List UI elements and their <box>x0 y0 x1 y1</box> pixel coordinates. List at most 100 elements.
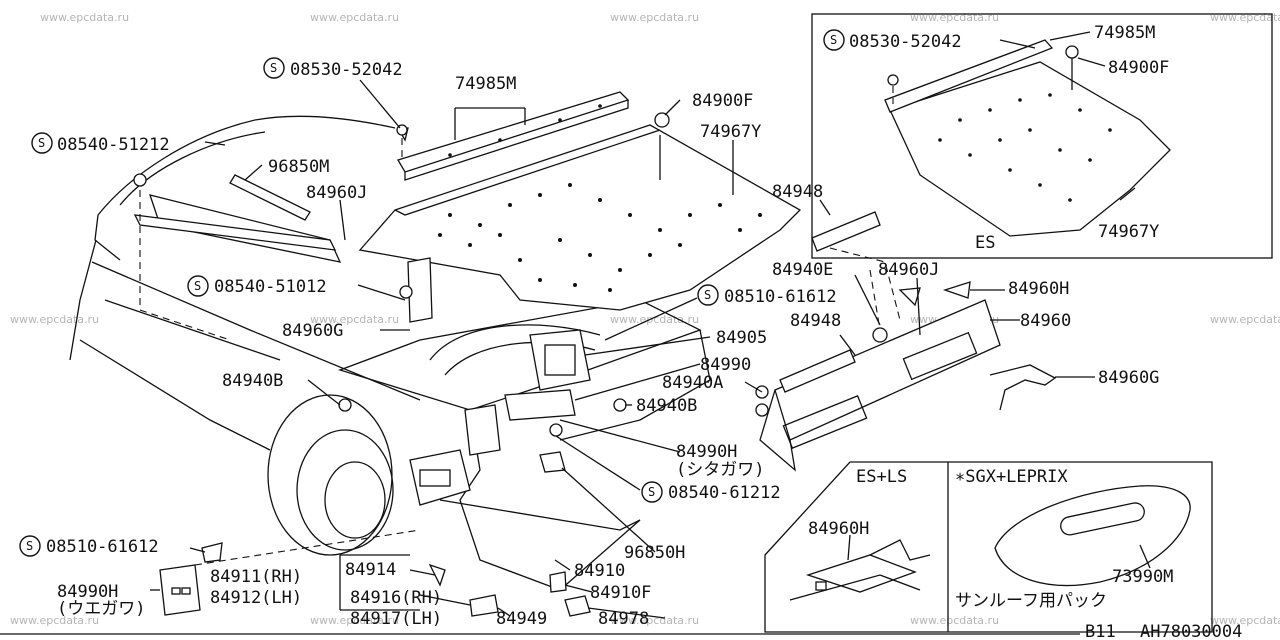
part-label: 73990M <box>1112 567 1173 587</box>
floor-edge <box>789 574 921 601</box>
watermark: www.epcdata.ru <box>310 614 399 627</box>
watermark: www.epcdata.ru <box>1210 614 1280 627</box>
bracket-hole <box>171 587 181 595</box>
roof-inner-line <box>119 131 266 206</box>
clip-84910f <box>549 571 567 593</box>
part-label: 84960 <box>1020 311 1071 331</box>
bracket-84949 <box>469 594 499 617</box>
part-label: 84900F <box>692 91 753 111</box>
finisher-recess <box>902 331 978 381</box>
finisher-strip-edge <box>404 100 629 181</box>
mat-holes <box>438 183 762 292</box>
watermark: www.epcdata.ru <box>40 11 129 24</box>
part-label: 08540-51012 <box>214 277 327 297</box>
svg-text:S: S <box>26 539 33 553</box>
part-label: 08530-52042 <box>290 60 403 80</box>
clip-icon <box>815 581 827 591</box>
body-side-line <box>79 339 271 451</box>
part-label: 84948 <box>790 311 841 331</box>
s-circle-icon: S <box>697 284 719 306</box>
assembly-line <box>829 247 901 321</box>
part-label: 08510-61612 <box>46 537 159 557</box>
inset-frame <box>764 461 1213 633</box>
assembly-line <box>139 309 231 341</box>
part-label: 84912(LH) <box>210 588 302 608</box>
s-circle-icon: S <box>823 29 845 51</box>
part-label: 84960H <box>1008 279 1069 299</box>
rear-finisher <box>774 299 1001 441</box>
part-label: 84990H <box>57 582 118 602</box>
part-label: 08540-61212 <box>668 483 781 503</box>
svg-text:S: S <box>38 136 45 150</box>
spare-tire-rim <box>296 429 394 551</box>
lower-panel-line <box>439 499 641 531</box>
assembly-line <box>194 529 421 566</box>
part-label: 84940B <box>636 396 697 416</box>
part-label: 84990H <box>676 442 737 462</box>
part-label: 84960J <box>878 260 939 280</box>
part-label: 74985M <box>1094 23 1155 43</box>
sunroof-pack-73990m <box>994 485 1191 587</box>
svg-text:S: S <box>648 485 655 499</box>
s-circle-icon: S <box>641 481 663 503</box>
body-side-line <box>69 239 97 361</box>
s-symbols: S S S S S S S <box>19 29 845 557</box>
trim-piece-84990 <box>504 389 576 421</box>
bolt-icon <box>133 173 147 187</box>
finisher-strip-es <box>884 39 1054 113</box>
trunk-mat-es <box>889 61 1171 237</box>
tail-lamp-lens <box>419 469 451 487</box>
part-label: 84905 <box>716 328 767 348</box>
roof-line <box>97 115 396 216</box>
part-label: 84978 <box>598 609 649 629</box>
section-code: B11 <box>1085 622 1116 640</box>
part-label: 84917(LH) <box>350 609 442 629</box>
clip-icon <box>654 112 670 128</box>
finisher-strip-74985m <box>396 91 670 181</box>
watermark: www.epcdata.ru <box>610 11 699 24</box>
watermark: www.epcdata.ru <box>10 614 99 627</box>
reflector-84948 <box>779 349 856 393</box>
part-label: 96850H <box>624 543 685 563</box>
clip-icon <box>942 281 971 299</box>
clip-icon <box>755 403 769 417</box>
inset-title-es-ls: ES+LS <box>856 467 907 487</box>
watermark: www.epcdata.ru <box>610 313 699 326</box>
part-label: 84916(RH) <box>350 588 442 608</box>
part-label: 08530-52042 <box>849 32 962 52</box>
spare-tire <box>267 394 393 556</box>
clip-icon <box>872 327 888 343</box>
strut-bar <box>133 214 337 251</box>
s-circle-icon: S <box>19 535 41 557</box>
strut-bar-96850m <box>133 173 337 341</box>
part-label: 74967Y <box>700 122 761 142</box>
bracket-84960g <box>989 364 1057 411</box>
pad-bracket <box>869 539 931 561</box>
bolt-icon <box>201 542 223 563</box>
part-label: 84960G <box>282 321 343 341</box>
part-label: 84910 <box>574 561 625 581</box>
inset-title-es: ES <box>975 233 995 253</box>
finisher-recess <box>782 395 868 449</box>
part-label: 84940B <box>222 371 283 391</box>
part-label: 84960H <box>808 519 869 539</box>
spare-tire-hub <box>324 461 386 539</box>
watermark: www.epcdata.ru <box>1210 11 1280 24</box>
side-marker-lamp <box>464 404 501 456</box>
part-label: 84960J <box>306 183 367 203</box>
s-circle-icon: S <box>263 57 285 79</box>
assembly-line <box>869 269 881 331</box>
trunk-mat-edge <box>394 129 661 216</box>
reflector-84948-top <box>811 211 881 252</box>
pad-84978 <box>564 595 591 617</box>
body-side-line <box>104 299 281 361</box>
quarter-window <box>149 194 342 263</box>
watermark: www.epcdata.ru <box>910 614 999 627</box>
inset-frame <box>811 13 1273 259</box>
trim-bracket-window <box>544 344 576 376</box>
inset-title-sgx: ∗SGX+LEPRIX <box>955 467 1068 487</box>
tail-panel-edge <box>459 409 641 591</box>
part-label: 74985M <box>455 74 516 94</box>
